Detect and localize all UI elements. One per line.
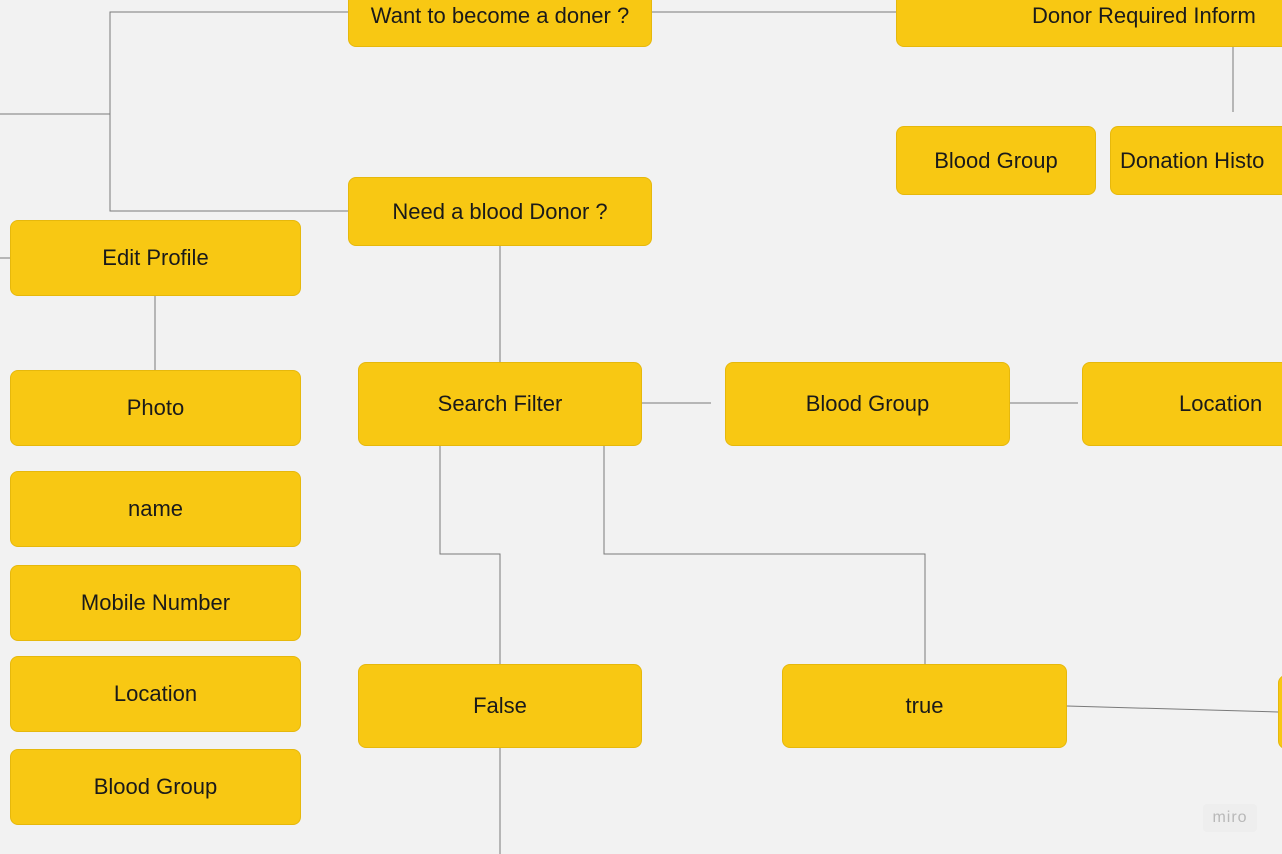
search-filter-label: Search Filter bbox=[437, 391, 563, 416]
need-donor-label: Need a blood Donor ? bbox=[392, 198, 608, 224]
donation-history-label: Donation Histo bbox=[1120, 147, 1265, 173]
photo-label: Photo bbox=[126, 395, 185, 420]
connector-true-to-next bbox=[1066, 705, 1279, 713]
connector-search-to-false bbox=[439, 446, 501, 664]
false-label: False bbox=[473, 693, 527, 718]
offscreen-next-node[interactable] bbox=[1278, 675, 1282, 749]
filter-blood-group-label: Blood Group bbox=[805, 391, 930, 416]
edit-profile-label: Edit Profile bbox=[102, 245, 209, 270]
profile-blood-group-node[interactable]: Blood Group bbox=[10, 749, 301, 825]
donor-required-info-node[interactable]: Donor Required Inform bbox=[896, 0, 1282, 47]
true-node[interactable]: true bbox=[782, 664, 1067, 748]
donor-required-info-label: Donor Required Inform bbox=[1032, 2, 1256, 28]
donor-blood-group-label: Blood Group bbox=[934, 147, 1058, 173]
mobile-number-node[interactable]: Mobile Number bbox=[10, 565, 301, 641]
name-label: name bbox=[127, 496, 184, 521]
false-node[interactable]: False bbox=[358, 664, 642, 748]
filter-blood-group-node[interactable]: Blood Group bbox=[725, 362, 1010, 446]
want-donor-node[interactable]: Want to become a doner ? bbox=[348, 0, 652, 47]
filter-location-node[interactable]: Location bbox=[1082, 362, 1282, 446]
profile-blood-group-label: Blood Group bbox=[93, 774, 218, 799]
profile-location-label: Location bbox=[113, 681, 198, 706]
want-donor-label: Want to become a doner ? bbox=[370, 2, 630, 28]
true-label: true bbox=[905, 693, 944, 718]
donor-blood-group-node[interactable]: Blood Group bbox=[896, 126, 1096, 195]
photo-node[interactable]: Photo bbox=[10, 370, 301, 446]
donation-history-node[interactable]: Donation Histo bbox=[1110, 126, 1282, 195]
connector-to-need-donor bbox=[109, 114, 348, 212]
need-donor-node[interactable]: Need a blood Donor ? bbox=[348, 177, 652, 246]
mobile-number-label: Mobile Number bbox=[80, 590, 231, 615]
connector-to-want-donor bbox=[109, 11, 348, 114]
name-node[interactable]: name bbox=[10, 471, 301, 547]
filter-location-label: Location bbox=[1179, 391, 1263, 416]
miro-watermark: miro bbox=[1203, 804, 1257, 832]
profile-location-node[interactable]: Location bbox=[10, 656, 301, 732]
edit-profile-node[interactable]: Edit Profile bbox=[10, 220, 301, 296]
connector-search-to-true bbox=[603, 446, 926, 664]
search-filter-node[interactable]: Search Filter bbox=[358, 362, 642, 446]
